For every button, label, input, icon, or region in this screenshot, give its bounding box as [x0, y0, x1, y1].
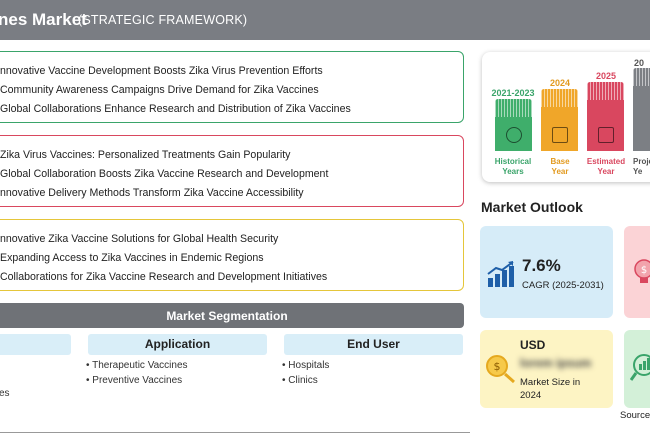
timeline-year: 2024: [549, 78, 571, 88]
segment-item: • Preventive Vaccines: [86, 375, 183, 386]
bar-stripes: [495, 99, 532, 117]
segment-item: • Therapeutic Vaccines: [86, 360, 188, 371]
segment-header-label: Application: [144, 337, 211, 351]
timeline-bar-historical: [495, 99, 532, 151]
opportunity-item: Expanding Access to Zika Vaccines in End…: [0, 252, 264, 264]
opportunity-item: Collaborations for Zika Vaccine Research…: [0, 271, 328, 283]
segment-item: • Clinics: [282, 375, 318, 386]
segmentation-title: Market Segmentation: [166, 309, 288, 323]
page-subtitle: (STRATEGIC FRAMEWORK): [78, 13, 248, 27]
segment-item: • Hospitals: [282, 360, 330, 371]
money-magnifier-icon: $: [486, 355, 515, 384]
bar-stripes: [541, 89, 578, 107]
timeline-bar-base: [541, 89, 578, 151]
growth-drivers-box: nnovative Vaccine Development Boosts Zik…: [0, 51, 464, 123]
trend-item: Global Collaboration Boosts Zika Vaccine…: [0, 168, 329, 180]
opportunity-item: nnovative Zika Vaccine Solutions for Glo…: [0, 233, 279, 245]
currency-label: USD: [520, 338, 546, 352]
cagr-card: [480, 226, 613, 318]
segment-item: es: [0, 388, 10, 399]
segment-item-label: Clinics: [288, 375, 318, 386]
trend-item: nnovative Delivery Methods Transform Zik…: [0, 187, 304, 199]
growth-item: Community Awareness Campaigns Drive Dema…: [0, 84, 319, 96]
money-bulb-icon: $: [634, 259, 650, 283]
segment-header-application: Application: [88, 334, 267, 355]
timeline-label: Historical Years: [494, 157, 532, 176]
segment-header-type: [0, 334, 71, 355]
timeline-bar-projected: [633, 68, 650, 151]
bar-chart-arrow-icon: [487, 261, 514, 287]
footer-divider: [0, 432, 470, 433]
presentation-icon: [597, 127, 614, 143]
opportunities-box: nnovative Zika Vaccine Solutions for Glo…: [0, 219, 464, 291]
timeline-year: 2021-2023: [491, 88, 535, 98]
segmentation-bar: Market Segmentation: [0, 303, 464, 328]
segment-header-label: End User: [347, 337, 400, 351]
calendar-icon: [551, 127, 568, 143]
source-label: Source: [620, 410, 650, 421]
market-size-label: Market Size in 2024: [520, 377, 581, 401]
pink-metric-card: $: [624, 226, 650, 318]
segment-header-end-user: End User: [284, 334, 463, 355]
timeline-year: 2025: [595, 71, 617, 81]
market-outlook-title: Market Outlook: [481, 199, 583, 215]
timeline-bar-estimated: [587, 82, 624, 151]
timeline-label: Base Year: [550, 157, 570, 176]
segment-item-label: Preventive Vaccines: [92, 375, 183, 386]
timeline-label: Proje Ye: [633, 157, 650, 176]
timeline-label: Estimated Year: [586, 157, 626, 176]
growth-item: nnovative Vaccine Development Boosts Zik…: [0, 65, 323, 77]
bar-stripes: [633, 68, 650, 86]
trend-item: Zika Virus Vaccines: Personalized Treatm…: [0, 149, 291, 161]
cagr-label: CAGR (2025-2031): [522, 280, 604, 291]
header-bar: nes Market (STRATEGIC FRAMEWORK): [0, 0, 650, 40]
timeline-year: 20: [634, 58, 645, 68]
bar-stripes: [587, 82, 624, 100]
market-size-card: $: [480, 330, 613, 408]
svg-text:$: $: [641, 265, 647, 276]
segment-item-label: Hospitals: [288, 360, 330, 371]
history-icon: [505, 127, 522, 143]
page-title: nes Market: [0, 10, 87, 29]
green-metric-card: [624, 330, 650, 408]
timeline-card: 2021-2023 Historical Years 2024 Base Yea…: [482, 52, 650, 182]
growth-item: Global Collaborations Enhance Research a…: [0, 103, 351, 115]
svg-text:$: $: [494, 360, 501, 373]
segment-item-label: Therapeutic Vaccines: [92, 360, 188, 371]
market-size-value: lorem ipsum: [520, 356, 592, 370]
chart-magnifier-icon: [630, 354, 650, 381]
trends-box: Zika Virus Vaccines: Personalized Treatm…: [0, 135, 464, 207]
cagr-value: 7.6%: [522, 256, 561, 275]
